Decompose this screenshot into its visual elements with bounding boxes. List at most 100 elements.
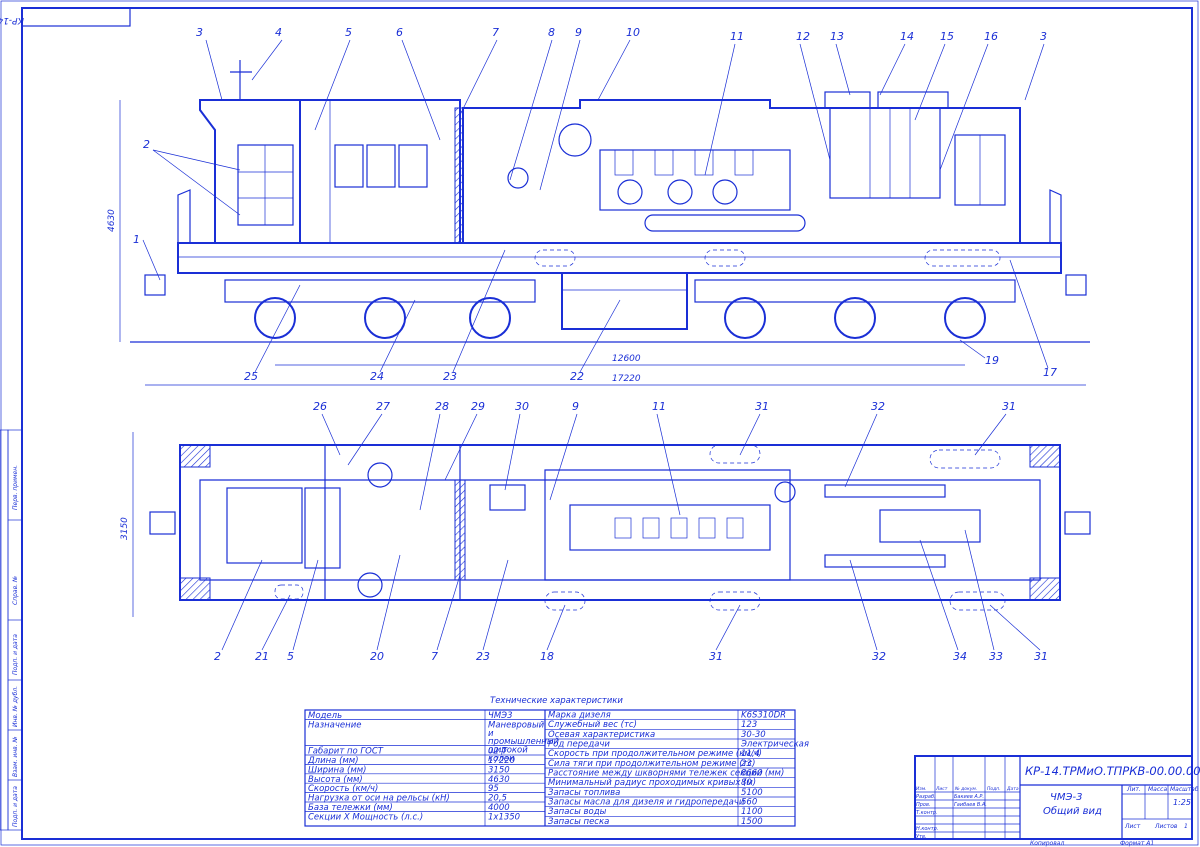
callout-s15: 2: [143, 138, 150, 151]
spec-right-value: 123: [741, 720, 757, 730]
spec-right-param: Сила тяги при продолжительном режиме (тс…: [548, 759, 756, 769]
callout-p1: 27: [376, 400, 390, 413]
callout-p10: 2: [214, 650, 221, 663]
callout-p3: 29: [471, 400, 485, 413]
spec-right-value: 560: [741, 798, 757, 808]
dim-width: 3150: [120, 517, 130, 540]
top-stamp-text: КР-14.ТРМиО.ТПРКВ-00.00.00.ВО: [0, 15, 24, 25]
spec-left-value: 3150: [488, 765, 510, 775]
spec-left-param: Секции X Мощность (л.с.): [308, 812, 423, 822]
callout-p8: 32: [871, 400, 885, 413]
coupler-left: [144, 274, 166, 296]
spec-left-value: Маневровый и промышленный широкой колеи: [488, 720, 562, 764]
spec-left-param: База тележки (мм): [308, 803, 393, 813]
callout-p18: 32: [872, 650, 886, 663]
callout-p14: 7: [431, 650, 438, 663]
sheet-inner-frame: [21, 7, 1193, 840]
callout-s13: 16: [984, 30, 998, 43]
title-role-4: Дата: [1006, 786, 1019, 792]
plan-view: 3150: [120, 432, 1091, 617]
spec-left-value: 4630: [488, 775, 510, 785]
callout-p7: 31: [755, 400, 769, 413]
spec-right-value: 5100: [741, 788, 763, 798]
plan-cab: [324, 444, 461, 601]
spec-right-param: Служебный вес (тс): [548, 720, 637, 730]
callout-p0: 26: [313, 400, 327, 413]
plan-corner-hatch-1: [179, 444, 211, 468]
title-doc-name: Общий вид: [1043, 805, 1102, 817]
margin-label-4: Взам. инв. №: [12, 736, 19, 777]
callout-s9: 12: [796, 30, 810, 43]
title-format: Формат А1: [1120, 840, 1154, 847]
title-sheets: Листов: [1154, 823, 1178, 830]
spec-left-value: 20,5: [488, 794, 507, 804]
callout-p13: 20: [370, 650, 384, 663]
spec-left-param: Высота (мм): [308, 775, 363, 785]
margin-label-2: Подп. и дата: [12, 634, 19, 675]
spec-right-value: 23: [741, 759, 752, 769]
title-checker: Гаибаев В.А.: [954, 802, 987, 808]
spec-right-param: Минимальный радиус проходимых кривых (м): [548, 778, 756, 788]
callout-p4: 30: [515, 400, 529, 413]
dim-height: 4630: [107, 209, 117, 232]
spec-left-value: 17220: [488, 756, 515, 766]
title-developer: Бакиев А.Р.: [954, 794, 984, 800]
margin-label-1: Справ. №: [12, 576, 19, 605]
title-role-6: Пров.: [916, 802, 931, 808]
spec-right-param: Осевая характеристика: [548, 730, 655, 740]
title-sheet: Лист: [1124, 823, 1141, 830]
spec-right-value: 30-30: [741, 730, 766, 740]
callout-p5: 9: [572, 400, 579, 413]
plan-callouts: 26 27 28 29 30 9 11 31 32 31 2 21 5 20 7…: [214, 400, 1048, 663]
spec-right-param: Запасы топлива: [548, 788, 620, 798]
spec-left-param: Ширина (мм): [308, 765, 366, 775]
spec-right-value: Электрическая: [740, 740, 809, 750]
callout-s6: 9: [575, 26, 582, 39]
spec-right-value: K6S310DR: [741, 711, 786, 721]
spec-left-param: Скорость (км/ч): [308, 784, 378, 794]
plan-corner-hatch-4: [1029, 577, 1061, 601]
callout-p17: 31: [709, 650, 723, 663]
spec-right-param: Род передачи: [548, 740, 610, 750]
callout-s11: 14: [900, 30, 914, 43]
spec-right-value: 8660: [741, 769, 763, 779]
bogie-left: [224, 279, 536, 339]
margin-label-3: Инв. № дубл.: [12, 686, 19, 727]
spec-right-value: 1100: [741, 807, 763, 817]
callout-s20: 22: [570, 370, 584, 383]
title-role-0: Изм.: [916, 786, 927, 792]
spec-right-param: Расстояние между шкворнями тележек секци…: [548, 769, 784, 779]
main-generator: [644, 214, 806, 232]
turbocharger: [558, 123, 592, 157]
callout-s2: 5: [345, 26, 352, 39]
callout-s8: 11: [730, 30, 744, 43]
callout-p6: 11: [652, 400, 666, 413]
plan-corner-hatch-2: [1029, 444, 1061, 468]
spec-left-param: Назначение: [308, 720, 361, 730]
callout-s0: 3: [196, 26, 203, 39]
spec-left-param: Габарит по ГОСТ: [308, 747, 384, 757]
callout-s1: 4: [275, 26, 282, 39]
bulkhead-hatch: [454, 107, 464, 244]
title-role-9: Утв.: [916, 834, 927, 840]
callout-s3: 6: [396, 26, 403, 39]
callout-s5: 8: [548, 26, 555, 39]
spec-left-value: 4000: [488, 803, 510, 813]
spec-right-param: Марка дизеля: [548, 711, 611, 721]
spec-left-value: ЧМЭ3: [488, 711, 513, 721]
top-stamp: КР-14.ТРМиО.ТПРКВ-00.00.00.ВО: [0, 7, 131, 27]
callout-p9: 31: [1002, 400, 1016, 413]
cab-body: [199, 99, 301, 244]
coupler-right: [1065, 274, 1087, 296]
title-role-5: Разраб.: [916, 794, 936, 800]
plan-corner-hatch-3: [179, 577, 211, 601]
title-role-2: № докум.: [954, 786, 977, 792]
spec-table-title: Технические характеристики: [490, 696, 623, 706]
dim-length: 17220: [612, 374, 641, 384]
title-block: КР-14.ТРМиО.ТПРКВ-00.00.00.ВО ЧМЭ-3 Общи…: [914, 755, 1200, 847]
callout-s19: 23: [443, 370, 457, 383]
spec-right-param: Запасы песка: [548, 817, 609, 827]
callout-p11: 21: [255, 650, 269, 663]
callout-p19: 34: [953, 650, 967, 663]
